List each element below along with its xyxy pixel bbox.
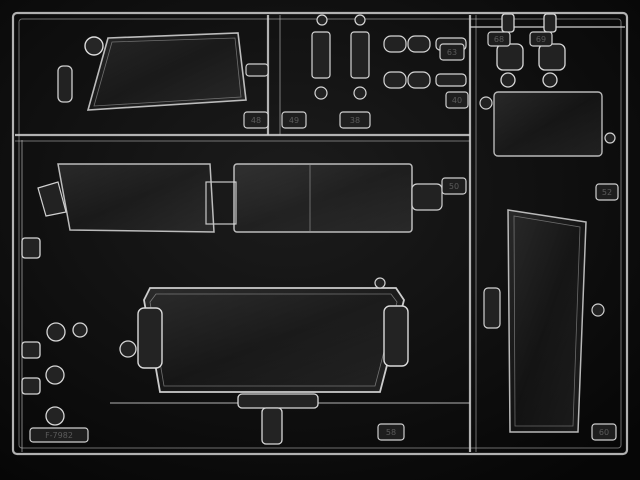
- window-part-side-long: [37, 163, 443, 233]
- tag-63: 63: [439, 43, 465, 61]
- tag-text: 40: [452, 96, 462, 105]
- tag-text: 48: [251, 116, 261, 125]
- tag-40: 40: [445, 91, 469, 109]
- part-number-tags: F-7982 48 49 38 40 50 52 58: [29, 31, 619, 443]
- small-lenses-left: [21, 237, 137, 426]
- tag-68: 68: [487, 31, 511, 47]
- tag-60: 60: [591, 423, 617, 441]
- tag-49: 49: [281, 111, 307, 129]
- tag-38: 38: [339, 111, 371, 129]
- tag-f7982: F-7982: [29, 427, 89, 443]
- tag-text: 60: [599, 428, 609, 437]
- tag-50: 50: [441, 177, 467, 195]
- tag-58: 58: [377, 423, 405, 441]
- windshield-part: [137, 277, 409, 445]
- lamp-parts-top-right: [496, 13, 566, 88]
- tag-text: 69: [536, 35, 546, 44]
- tag-69: 69: [529, 31, 553, 47]
- tag-52: 52: [595, 183, 619, 201]
- tag-text: 63: [447, 48, 457, 57]
- tag-text: 68: [494, 35, 504, 44]
- tag-text: 49: [289, 116, 299, 125]
- tag-text: 58: [386, 428, 396, 437]
- tag-48: 48: [243, 111, 269, 129]
- tag-text: F-7982: [45, 431, 73, 440]
- tag-text: 50: [449, 182, 459, 191]
- window-part-right-upper: [479, 91, 616, 157]
- tag-text: 38: [350, 116, 360, 125]
- window-part-top-left: [57, 32, 269, 111]
- window-part-right-tall: [483, 209, 605, 433]
- tag-text: 52: [602, 188, 612, 197]
